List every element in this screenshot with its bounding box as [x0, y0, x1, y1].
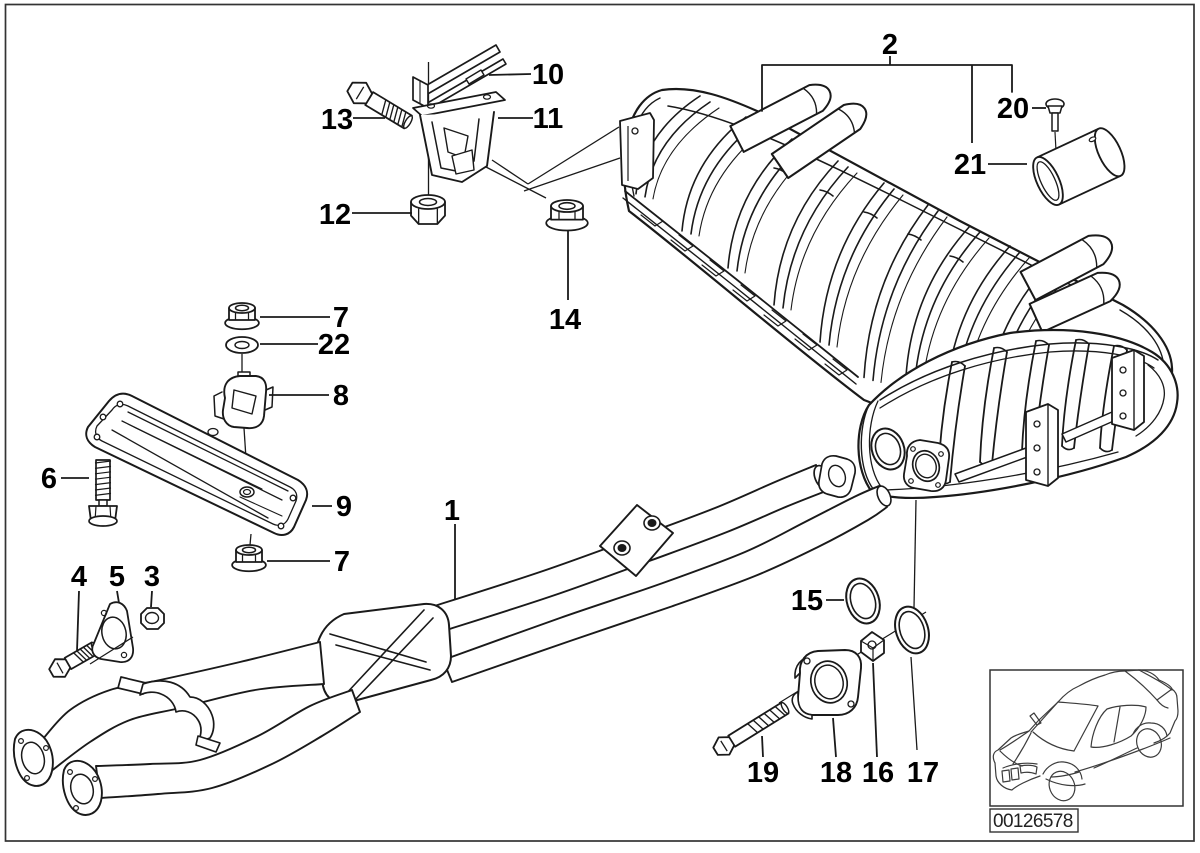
- svg-text:8: 8: [333, 380, 349, 412]
- svg-text:16: 16: [862, 757, 894, 789]
- svg-text:2: 2: [882, 29, 898, 61]
- svg-text:14: 14: [549, 304, 581, 336]
- svg-text:13: 13: [321, 104, 353, 136]
- svg-text:21: 21: [954, 149, 986, 181]
- svg-text:15: 15: [791, 585, 823, 617]
- svg-text:00126578: 00126578: [993, 811, 1073, 832]
- svg-text:11: 11: [533, 103, 564, 135]
- svg-text:9: 9: [336, 491, 352, 523]
- svg-text:20: 20: [997, 93, 1029, 125]
- svg-text:4: 4: [71, 561, 87, 593]
- svg-text:10: 10: [532, 59, 564, 91]
- svg-text:7: 7: [334, 546, 350, 578]
- svg-text:1: 1: [444, 495, 460, 527]
- svg-text:3: 3: [144, 561, 160, 593]
- svg-text:17: 17: [907, 757, 939, 789]
- svg-text:22: 22: [318, 329, 350, 361]
- svg-text:19: 19: [747, 757, 779, 789]
- svg-text:18: 18: [820, 757, 852, 789]
- svg-text:6: 6: [41, 463, 57, 495]
- svg-text:5: 5: [109, 561, 125, 593]
- svg-text:12: 12: [319, 199, 351, 231]
